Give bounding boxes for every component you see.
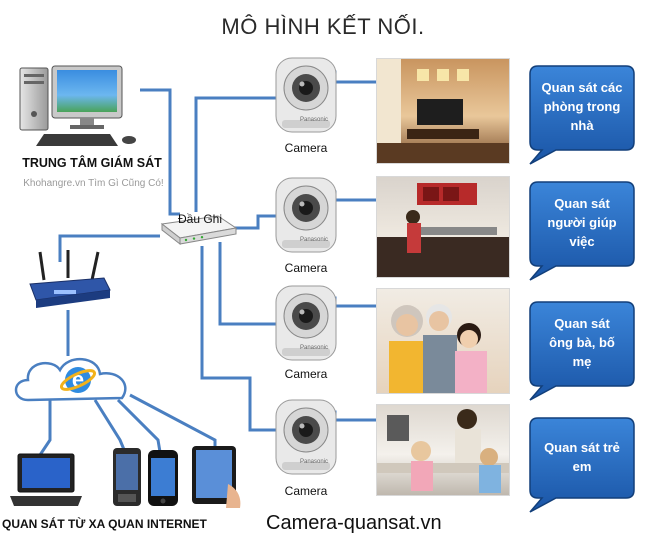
laptop-device [8,452,84,510]
smartphone-2 [146,448,180,508]
bubble-2-text: Quan sát người giúp việc [530,194,634,251]
speech-bubble-3 [529,301,635,401]
dvr-device [158,210,238,248]
bubble-2-line-1: Quan sát [554,196,610,211]
remote-monitoring-label: QUAN SÁT TỪ XA QUAN INTERNET [2,517,207,531]
camera-icon [275,399,337,475]
bubble-1-line-1: Quan sát các [541,80,623,95]
computer-icon [19,65,136,146]
camera-1-brand: Panasonic [300,117,329,123]
camera-icon [275,177,337,253]
tablet-device [190,444,244,510]
bubble-3-line-3: mẹ [572,354,592,369]
camera-4 [266,396,346,482]
dvr-icon [160,215,238,246]
speech-bubble-2 [529,181,635,281]
camera-1 [266,54,346,140]
camera-2 [266,174,346,260]
internet-cloud: e [10,350,140,410]
line-pc-dvr [140,88,180,216]
monitoring-center-label: TRUNG TÂM GIÁM SÁT [22,156,162,170]
camera-3 [266,282,346,368]
bubble-2-line-2: người giúp [547,215,617,230]
router-device [24,250,112,312]
bubble-2-line-3: việc [569,234,595,249]
line-dvr-cam3 [218,242,282,326]
bubble-4-line-2: em [572,459,592,474]
footer-site: Camera-quansat.vn [266,512,442,534]
camera-1-label: Camera [284,141,328,155]
laptop-icon [10,453,82,506]
line-dvr-cam2 [232,214,282,230]
internet-explorer-icon: e [59,367,97,393]
tablet-icon [192,446,241,508]
bubble-3-text: Quan sát ông bà, bố mẹ [530,314,634,371]
camera-3-brand: Panasonic [300,345,329,351]
diagram-title: MÔ HÌNH KẾT NỐI. [221,14,425,39]
camera-3-label: Camera [284,367,328,381]
camera-4-brand: Panasonic [300,459,329,465]
iphone-icon [148,450,178,506]
bubble-3-line-1: Quan sát [554,316,610,331]
bubble-4-line-1: Quan sát trẻ [544,440,620,455]
line-dvr-cam1 [194,96,282,212]
bubble-1-line-3: nhà [570,118,594,133]
camera-2-brand: Panasonic [300,237,329,243]
router-icon [29,250,111,308]
speech-bubble-1 [529,65,635,165]
phone-icon [113,448,141,506]
monitoring-pc [14,58,144,150]
bubble-1-line-2: phòng trong [543,99,621,114]
watermark-text: Khohangre.vn Tìm Gì Cũng Có! [23,178,164,189]
camera-icon [275,57,337,133]
photo-family [376,288,510,394]
line-dvr-router [58,234,160,262]
bubble-1-text: Quan sát các phòng trong nhà [530,78,634,135]
line-cloud-laptop [38,400,52,456]
smartphone-1 [110,446,144,508]
bubble-3-line-2: ông bà, bố [549,335,615,350]
photo-living-room [376,58,510,164]
camera-icon [275,285,337,361]
photo-kitchen [376,176,510,278]
dvr-label: Đầu Ghi [177,212,223,226]
line-dvr-cam4 [200,246,282,432]
line-cloud-phone2 [116,398,162,453]
bubble-4-text: Quan sát trẻ em [530,438,634,476]
camera-4-label: Camera [284,484,328,498]
photo-children [376,404,510,496]
speech-bubble-4 [529,417,635,513]
camera-2-label: Camera [284,261,328,275]
